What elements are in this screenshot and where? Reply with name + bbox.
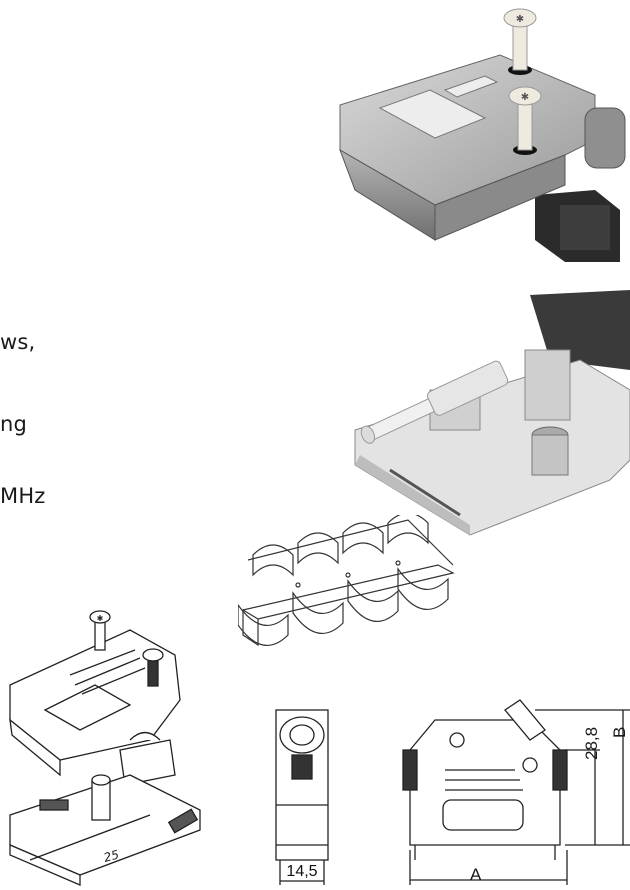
cable-clamp-insert-drawing xyxy=(238,515,455,647)
width-dimension-label: 14,5 xyxy=(286,863,317,880)
svg-text:✱: ✱ xyxy=(521,92,529,103)
text-fragment-1: ws, xyxy=(0,330,36,354)
svg-text:✱: ✱ xyxy=(516,14,524,25)
svg-text:✱: ✱ xyxy=(97,614,104,623)
text-fragment-2: ng xyxy=(0,412,28,436)
hood-interior-render xyxy=(354,290,630,536)
front-view-drawing xyxy=(402,699,630,885)
side-view-drawing xyxy=(275,709,329,885)
dimension-b-label: B xyxy=(610,726,629,738)
text-fragment-3: MHz xyxy=(0,484,46,508)
metal-hood-top-render: ✱ ✱ xyxy=(339,8,626,262)
exploded-hood-drawing: ✱ 25 xyxy=(9,610,201,886)
hood-size-number: 25 xyxy=(102,847,120,864)
dimension-a-label: A xyxy=(470,865,482,884)
dimension-height-label: 28,8 xyxy=(582,726,601,760)
